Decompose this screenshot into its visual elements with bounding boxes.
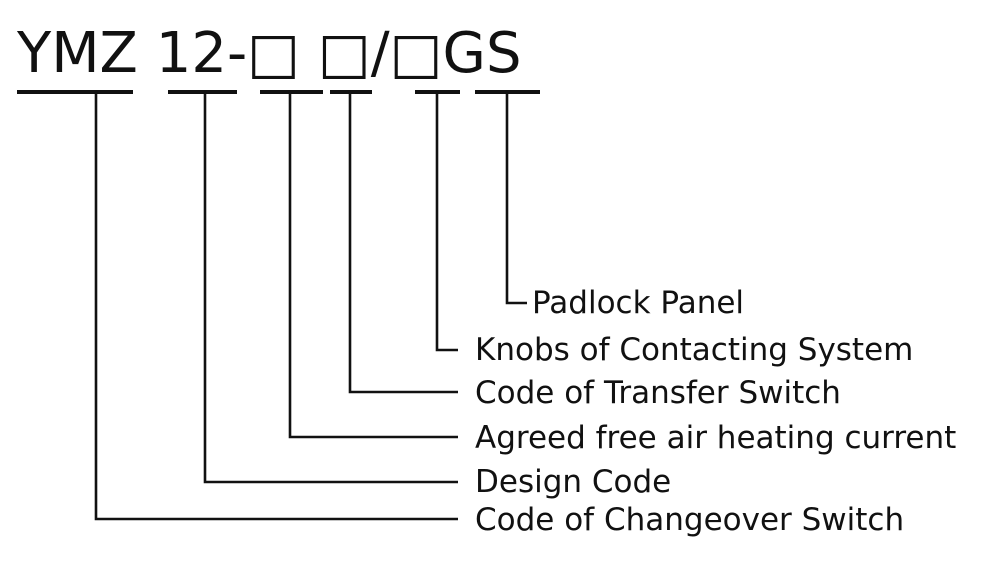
- callout-label-design-code: Design Code: [475, 464, 671, 500]
- leader-padlock-panel: [505, 92, 527, 305]
- leader-transfer-switch: [348, 92, 458, 394]
- leader-design-code: [203, 92, 458, 484]
- callout-label-transfer-switch: Code of Transfer Switch: [475, 375, 841, 411]
- callout-label-padlock-panel: Padlock Panel: [532, 285, 744, 321]
- callout-label-changeover: Code of Changeover Switch: [475, 502, 904, 538]
- leader-heating-current: [288, 92, 458, 439]
- product-code-string: YMZ 12-□ □/□GS: [16, 21, 522, 86]
- callout-label-knobs: Knobs of Contacting System: [475, 332, 913, 368]
- leader-knobs: [435, 92, 458, 352]
- callout-label-heating-current: Agreed free air heating current: [475, 420, 956, 456]
- leader-changeover: [94, 92, 458, 521]
